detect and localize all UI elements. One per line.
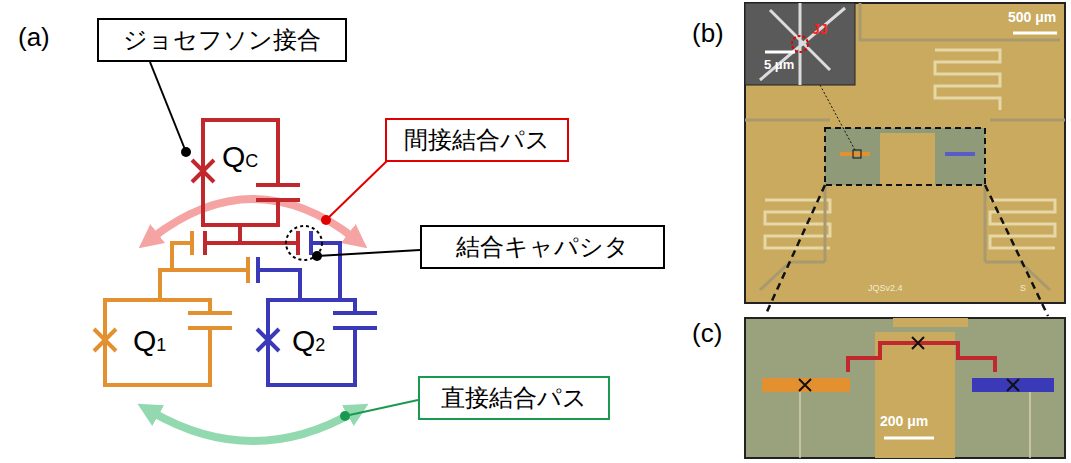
zoom-photo — [745, 318, 1065, 458]
leader-dot — [321, 215, 331, 225]
callout-text: 間接結合パス — [404, 127, 550, 153]
callout-text: 直接結合パス — [441, 385, 587, 411]
junction-label: JJ — [812, 22, 828, 36]
leader-dot — [181, 147, 191, 157]
zoom-ground — [745, 318, 1065, 458]
leader-line — [150, 62, 186, 152]
zoom-box — [825, 128, 985, 185]
scale-label: 500 μm — [1008, 10, 1056, 24]
scale-label: 200 μm — [880, 414, 928, 428]
coupling-plate — [205, 231, 298, 255]
capacitor-highlight — [286, 226, 322, 260]
callout-text: ジョセフソン接合 — [123, 27, 321, 53]
panel-label: (c) — [692, 320, 722, 346]
leader-dot — [340, 411, 350, 421]
coupling-plate — [192, 231, 248, 283]
leader-dot — [312, 251, 322, 261]
scale-bar — [1013, 32, 1057, 35]
qubit-region — [825, 128, 985, 185]
ground-island — [875, 332, 955, 458]
josephson-junction — [192, 160, 214, 182]
direct-path-arrow — [152, 412, 354, 441]
junction-leads — [760, 3, 845, 85]
ground-island — [880, 133, 935, 185]
ground-strip — [893, 318, 968, 327]
inset-marker — [853, 150, 861, 158]
scale-label: 5 μm — [764, 58, 794, 71]
qc-coupling-wire — [205, 225, 298, 243]
qubit-name: Q2 — [292, 326, 325, 356]
josephson-junction — [257, 329, 279, 351]
zoom-line — [765, 185, 825, 316]
qc-wire — [203, 120, 278, 225]
callout-box: 直接結合パス — [418, 376, 610, 420]
josephson-junction — [94, 329, 116, 351]
leader-line — [317, 250, 420, 256]
qubit-pad — [840, 152, 870, 156]
callout-box: ジョセフソン接合 — [97, 18, 347, 62]
q2-coupling-wire — [258, 243, 340, 300]
qc-capacitor — [256, 185, 300, 200]
resonator-meander — [765, 200, 830, 248]
panel-label: (a) — [18, 24, 50, 50]
control-line — [760, 185, 1050, 290]
leader-line — [345, 400, 418, 416]
panel-label: (b) — [692, 20, 724, 46]
drive-line — [800, 392, 1030, 458]
resonator-meander — [990, 200, 1055, 248]
qubit-name: QC — [222, 142, 258, 172]
coupling-plate — [258, 231, 311, 283]
callout-box: 間接結合パス — [385, 118, 569, 162]
junction-marker — [792, 36, 808, 52]
q1-coupling-wire — [160, 243, 248, 300]
qc-circuit — [192, 120, 300, 255]
qubit-pad — [945, 152, 975, 156]
q1-circuit — [94, 231, 248, 385]
junction-mark — [799, 337, 1019, 391]
resonator-meander — [935, 50, 1000, 110]
callout-box: 結合キャパシタ — [420, 225, 665, 269]
scale-bar — [765, 51, 795, 54]
chip-marking: JQSv2.4 — [868, 284, 903, 293]
scale-bar — [884, 437, 934, 440]
chip-ground — [745, 3, 1065, 303]
indirect-path-arrow — [152, 199, 354, 238]
q2-capacitor — [333, 313, 377, 328]
zoom-line — [985, 185, 1048, 316]
callout-text: 結合キャパシタ — [456, 234, 629, 260]
qubit-name: Q1 — [133, 326, 166, 356]
chip-photo — [745, 3, 1065, 303]
leader-line — [326, 158, 390, 220]
feed-line — [745, 3, 1065, 120]
chip-marking: S — [1020, 284, 1026, 293]
sem-inset — [745, 3, 855, 85]
q1-capacitor — [188, 313, 232, 328]
inset-leader — [820, 85, 855, 150]
